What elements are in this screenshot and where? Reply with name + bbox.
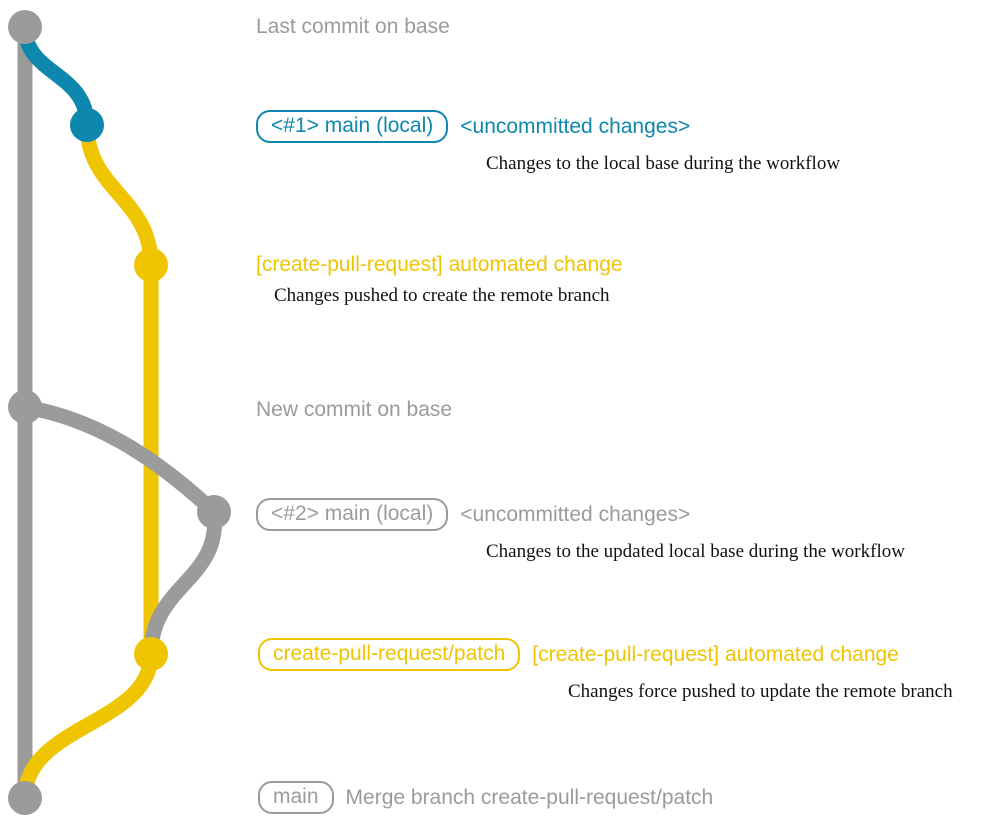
commit-headline-row: [create-pull-request] automated change <box>256 254 623 275</box>
commit-headline-row: main Merge branch create-pull-request/pa… <box>258 781 713 814</box>
commit-subject: [create-pull-request] automated change <box>532 643 899 666</box>
commit-annotation-local-1: <#1> main (local) <uncommitted changes> … <box>256 110 840 173</box>
ref-chip-main-local-2[interactable]: <#2> main (local) <box>256 498 449 531</box>
commit-subject: Last commit on base <box>256 15 450 38</box>
commit-subject: [create-pull-request] automated change <box>256 253 623 276</box>
commit-node-local-2[interactable] <box>197 495 231 529</box>
edge-base-to-local1 <box>17 19 95 133</box>
commit-annotation-remote-2: create-pull-request/patch [create-pull-r… <box>258 638 953 701</box>
commit-annotation-local-2: <#2> main (local) <uncommitted changes> … <box>256 498 905 561</box>
commit-note: Changes to the local base during the wor… <box>486 153 841 174</box>
ref-chip-main-local-1[interactable]: <#1> main (local) <box>256 110 449 143</box>
commit-annotation-merge: main Merge branch create-pull-request/pa… <box>258 781 713 814</box>
commit-headline-row: create-pull-request/patch [create-pull-r… <box>258 638 953 671</box>
commit-note: Changes pushed to create the remote bran… <box>274 285 610 306</box>
edge-remote2-to-merge <box>17 646 159 806</box>
commit-node-local-1[interactable] <box>70 108 104 142</box>
commit-note: Changes force pushed to update the remot… <box>568 681 953 702</box>
commit-annotation-base-new: New commit on base <box>256 399 452 420</box>
commit-headline-row: <#2> main (local) <uncommitted changes> <box>256 498 905 531</box>
commit-subject: <uncommitted changes> <box>460 115 691 138</box>
commit-annotation-remote-1: [create-pull-request] automated change C… <box>256 254 623 305</box>
commit-node-base-last[interactable] <box>8 10 42 44</box>
commit-node-merge[interactable] <box>8 781 42 815</box>
commit-headline-row: <#1> main (local) <uncommitted changes> <box>256 110 840 143</box>
edge-local1-to-remote1 <box>79 117 159 273</box>
ref-chip-create-pull-request-patch[interactable]: create-pull-request/patch <box>258 638 521 671</box>
commit-node-remote-1[interactable] <box>134 248 168 282</box>
commit-headline-row: New commit on base <box>256 399 452 420</box>
ref-chip-main[interactable]: main <box>258 781 334 814</box>
commit-subject: <uncommitted changes> <box>460 503 691 526</box>
commit-annotation-base-last: Last commit on base <box>256 16 450 37</box>
commit-headline-row: Last commit on base <box>256 16 450 37</box>
commit-note: Changes to the updated local base during… <box>486 541 905 562</box>
commit-node-base-new[interactable] <box>8 390 42 424</box>
commit-subject: New commit on base <box>256 398 453 421</box>
commit-node-remote-2[interactable] <box>134 637 168 671</box>
edge-local2-to-remote2 <box>143 504 223 662</box>
commit-subject: Merge branch create-pull-request/patch <box>345 786 714 809</box>
edge-basenew-to-local2 <box>17 399 222 520</box>
